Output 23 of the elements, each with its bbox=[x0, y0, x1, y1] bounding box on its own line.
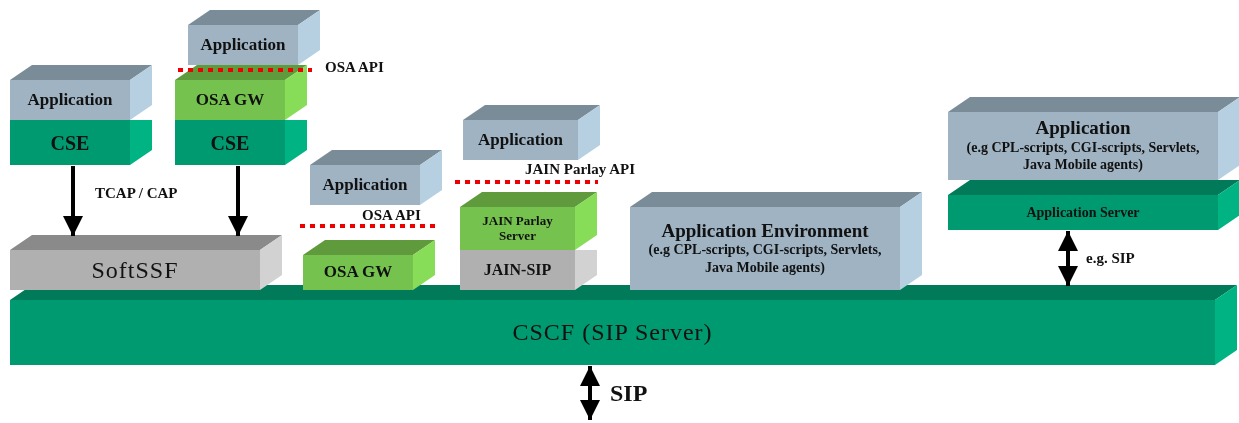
arrow bbox=[63, 166, 83, 236]
edge-label: e.g. SIP bbox=[1084, 250, 1137, 267]
block-title: Application bbox=[200, 35, 286, 55]
block-title: CSE bbox=[210, 131, 250, 154]
block-title: Application bbox=[322, 175, 408, 195]
block-title: JAIN Parlay Server bbox=[481, 214, 554, 243]
block-title: SoftSSF bbox=[91, 256, 179, 284]
block-title: Application Server bbox=[1026, 204, 1140, 221]
block-title: CSCF (SIP Server) bbox=[512, 319, 713, 346]
block-description: (e.g CPL-scripts, CGI-scripts, Servlets, Java Mobile agents) bbox=[647, 241, 883, 277]
block-description: (e.g CPL-scripts, CGI-scripts, Servlets, Java Mobile agents) bbox=[965, 138, 1201, 174]
block-title: Application bbox=[1035, 118, 1131, 139]
block-title: Application bbox=[27, 90, 113, 110]
block-title: JAIN-SIP bbox=[483, 261, 552, 279]
block-title: CSE bbox=[50, 131, 90, 154]
arrow bbox=[228, 166, 248, 236]
interface-label: JAIN Parlay API bbox=[523, 161, 637, 178]
block-title: OSA GW bbox=[323, 263, 393, 282]
block-title: Application Environment bbox=[661, 220, 869, 242]
arrow bbox=[1058, 231, 1078, 286]
arrow bbox=[580, 366, 600, 420]
block-title: OSA GW bbox=[195, 90, 265, 110]
block-title: Application bbox=[478, 130, 563, 150]
